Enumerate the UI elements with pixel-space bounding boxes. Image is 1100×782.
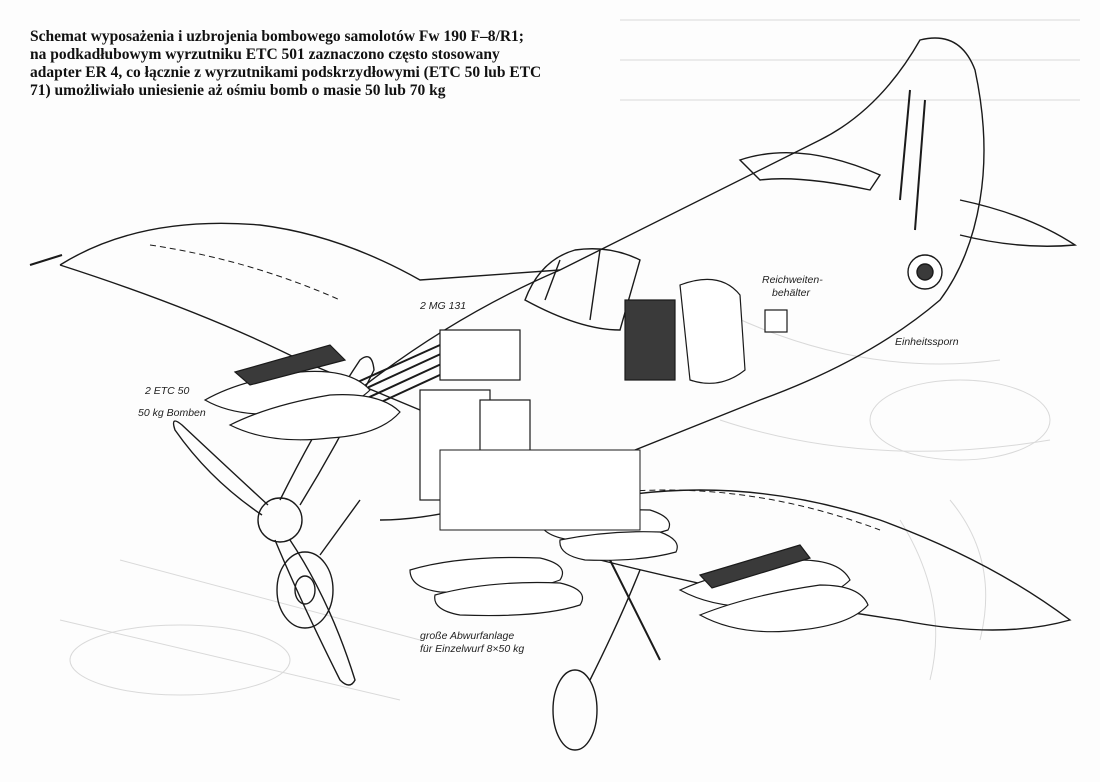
fuselage-rack-bombs	[409, 449, 678, 617]
underwing-bombs-right	[678, 544, 869, 633]
tail-stabilizer-right	[959, 199, 1078, 247]
caption-line: na podkadłubowym wyrzutniku ETC 501 zazn…	[30, 46, 500, 63]
aircraft-outline	[29, 37, 1078, 631]
label-tank-line2: behälter	[772, 287, 810, 299]
landing-gear	[276, 499, 661, 751]
label-mg131: 2 MG 131	[420, 300, 467, 312]
caption-line: Schemat wyposażenia i uzbrojenia bombowe…	[30, 28, 524, 45]
underwing-bombs-left	[203, 344, 401, 441]
label-rack-line2: für Einzelwurf 8×50 kg	[420, 643, 525, 655]
prop-blade-left	[172, 420, 269, 516]
prop-blade-bottom	[274, 539, 356, 686]
label-tailwheel: Einheitssporn	[895, 336, 959, 348]
range-tank	[624, 278, 788, 384]
label-bomben: 50 kg Bomben	[138, 407, 206, 419]
label-rack-line1: große Abwurfanlage	[420, 630, 515, 642]
left-wing	[59, 222, 561, 411]
tail-stabilizer-left	[738, 152, 882, 191]
caption-line: 71) umożliwiało uniesienie aż ośmiu bomb…	[30, 82, 446, 99]
figure-caption: Schemat wyposażenia i uzbrojenia bombowe…	[30, 28, 590, 100]
right-main-wheel	[552, 669, 598, 751]
main-wheel	[276, 551, 334, 629]
canopy	[524, 248, 641, 331]
label-tank-line1: Reichweiten-	[762, 274, 823, 286]
label-etc50: 2 ETC 50	[145, 385, 190, 397]
fuselage-outline	[299, 37, 985, 521]
caption-line: adapter ER 4, co łącznie z wyrzutnikami …	[30, 64, 542, 81]
tail-wheel-assembly	[899, 89, 943, 290]
